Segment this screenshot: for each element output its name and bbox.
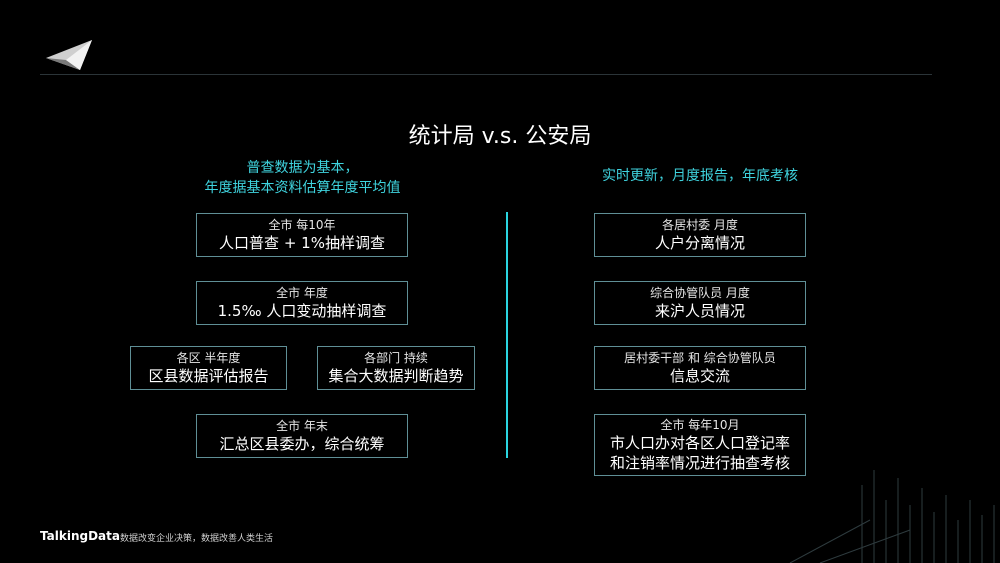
left-box-year-end: 全市 年末 汇总区县委办，综合统筹 xyxy=(196,414,408,458)
right-box-household: 各居村委 月度 人户分离情况 xyxy=(594,213,806,257)
box-line-3: 和注销率情况进行抽查考核 xyxy=(609,454,790,472)
box-line-1: 全市 年度 xyxy=(276,286,328,300)
box-line-2: 人口普查 + 1%抽样调查 xyxy=(219,234,385,252)
box-line-1: 居村委干部 和 综合协管队员 xyxy=(624,351,776,365)
left-box-big-data: 各部门 持续 集合大数据判断趋势 xyxy=(317,346,475,390)
header-divider xyxy=(40,74,932,75)
left-subtitle-line-1: 普查数据为基本， xyxy=(246,160,359,176)
box-line-1: 全市 每10年 xyxy=(268,218,336,232)
box-line-2: 区县数据评估报告 xyxy=(148,367,269,385)
box-line-2: 人户分离情况 xyxy=(654,234,745,252)
right-box-inspection: 全市 每年10月 市人口办对各区人口登记率 和注销率情况进行抽查考核 xyxy=(594,414,806,476)
box-line-1: 全市 年末 xyxy=(276,419,328,433)
box-line-2: 来沪人员情况 xyxy=(654,302,745,320)
left-box-census: 全市 每10年 人口普查 + 1%抽样调查 xyxy=(196,213,408,257)
box-line-1: 全市 每年10月 xyxy=(660,418,740,432)
box-line-1: 各区 半年度 xyxy=(176,351,241,365)
box-line-2: 集合大数据判断趋势 xyxy=(328,367,464,385)
center-divider xyxy=(506,212,508,458)
left-box-district-report: 各区 半年度 区县数据评估报告 xyxy=(130,346,287,390)
footer-brand-logo: TalkingData xyxy=(40,529,120,543)
box-line-2: 汇总区县委办，综合统筹 xyxy=(219,435,385,453)
right-subtitle: 实时更新，月度报告，年底考核 xyxy=(602,168,798,184)
left-subtitle: 普查数据为基本， 年度据基本资料估算年度平均值 xyxy=(150,158,455,198)
box-line-1: 综合协管队员 月度 xyxy=(650,286,750,300)
logo-icon xyxy=(46,40,92,70)
box-line-2: 市人口办对各区人口登记率 xyxy=(609,434,790,452)
footer-tagline: 数据改变企业决策，数据改善人类生活 xyxy=(120,534,274,544)
box-line-2: 信息交流 xyxy=(669,367,730,385)
right-box-info-exchange: 居村委干部 和 综合协管队员 信息交流 xyxy=(594,346,806,390)
left-box-sample-survey: 全市 年度 1.5‰ 人口变动抽样调查 xyxy=(196,281,408,325)
left-subtitle-line-2: 年度据基本资料估算年度平均值 xyxy=(204,180,401,196)
right-box-migrants: 综合协管队员 月度 来沪人员情况 xyxy=(594,281,806,325)
box-line-1: 各居村委 月度 xyxy=(662,218,738,232)
box-line-2: 1.5‰ 人口变动抽样调查 xyxy=(217,302,387,320)
box-line-1: 各部门 持续 xyxy=(364,351,428,365)
page-title: 统计局 v.s. 公安局 xyxy=(408,124,592,149)
